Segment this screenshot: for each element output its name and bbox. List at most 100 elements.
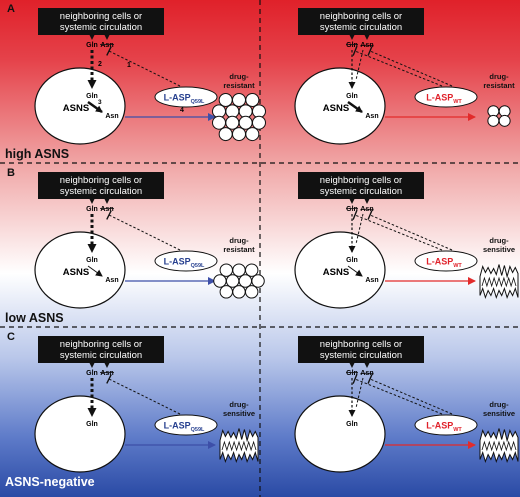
cell-membrane [294, 395, 386, 473]
cell-cluster-icon [213, 263, 265, 299]
source-box [38, 172, 164, 199]
cell-icon [218, 92, 233, 107]
asn-internal-label: Asn [105, 113, 118, 120]
panel-label: high ASNS [5, 147, 69, 161]
asn-label: Asn [360, 42, 373, 49]
lysed-cells-icon [479, 428, 519, 464]
source-box [298, 336, 424, 363]
gln-label: Gln [346, 42, 358, 49]
cell-icon [238, 274, 253, 288]
outcome-label: drug- [229, 236, 249, 245]
gln-internal-label: Gln [86, 421, 98, 428]
drug-pill-q59l: L-ASPQ59L [154, 414, 218, 436]
cell-membrane [294, 231, 386, 309]
drug-pill-wt: L-ASPWT [414, 414, 478, 436]
source-box-text: neighboring cells or [60, 339, 142, 350]
asn-inhibition-line [369, 378, 453, 415]
asns-label: ASNS [323, 267, 349, 278]
inhibition-t-bar-icon [367, 374, 373, 384]
gln-internal-label: Gln [86, 93, 98, 100]
cell-icon [245, 285, 259, 299]
asn-label: Asn [360, 206, 373, 213]
cell-icon [219, 263, 233, 277]
gln-internal-label: Gln [346, 257, 358, 264]
source-box-text: neighboring cells or [320, 175, 402, 186]
cell-icon [232, 92, 246, 107]
asn-label: Asn [100, 370, 113, 377]
asns-conversion-arrow [347, 100, 363, 114]
inhibition-t-bar-icon [106, 374, 112, 384]
asns-conversion-arrow [87, 265, 103, 277]
asn-label: Asn [360, 370, 373, 377]
outcome-label: drug- [229, 72, 249, 81]
outcome-label: resistant [223, 81, 255, 90]
inhibition-t-bar-icon [106, 210, 112, 220]
asn-internal-label: Asn [365, 277, 378, 284]
asn-inhibition-line [369, 50, 453, 87]
panel-label: low ASNS [5, 311, 64, 325]
cell-icon [251, 274, 265, 288]
cell-icon [245, 263, 259, 277]
cell-membrane [34, 395, 126, 473]
cell-icon [218, 127, 233, 142]
gln-label: Gln [346, 370, 358, 377]
cell-icon [219, 285, 233, 299]
inhibition-t-bar-icon [352, 374, 358, 384]
gln-inhibition-line [354, 50, 443, 87]
inhibition-t-bar-icon [352, 210, 358, 220]
step-1-label: 1 [127, 62, 131, 69]
asns-label: ASNS [63, 267, 89, 278]
cell-membrane [34, 67, 126, 145]
asns-conversion-arrow [347, 265, 363, 277]
asn-uptake-line [355, 49, 364, 81]
source-box-text: neighboring cells or [60, 175, 142, 186]
asn-label: Asn [100, 42, 113, 49]
outcome-label: drug- [489, 236, 509, 245]
source-box [298, 8, 424, 35]
drug-pill-q59l: L-ASPQ59L [154, 86, 218, 108]
source-box-text: systemic circulation [320, 186, 402, 197]
cell-membrane [294, 67, 386, 145]
asn-internal-label: Asn [105, 277, 118, 284]
source-box [38, 8, 164, 35]
source-box-text: systemic circulation [60, 22, 142, 33]
cell-icon [232, 127, 246, 142]
asn-uptake-line [355, 213, 364, 245]
outcome-label: drug- [489, 72, 509, 81]
panel-letter: B [7, 167, 15, 179]
source-box-text: systemic circulation [60, 350, 142, 361]
step-3-label: 3 [98, 99, 102, 106]
lysed-cells-icon [479, 264, 519, 300]
source-box-text: neighboring cells or [320, 339, 402, 350]
gln-label: Gln [86, 206, 98, 213]
drug-pill-q59l: L-ASPQ59L [154, 250, 218, 272]
gln-label: Gln [86, 42, 98, 49]
outcome-label: drug- [489, 400, 509, 409]
outcome-label: drug- [229, 400, 249, 409]
gln-label: Gln [86, 370, 98, 377]
inhibition-t-bar-icon [367, 46, 373, 56]
source-box-text: systemic circulation [320, 22, 402, 33]
gln-inhibition-line [354, 214, 443, 251]
inhibition-t-bar-icon [367, 210, 373, 220]
asn-inhibition-line [369, 214, 453, 251]
drug-pill-wt: L-ASPWT [414, 250, 478, 272]
cell-icon [487, 114, 500, 127]
outcome-label: sensitive [483, 245, 515, 254]
panel-letter: A [7, 3, 15, 15]
panel-label: ASNS-negative [5, 475, 95, 489]
gln-internal-label: Gln [346, 421, 358, 428]
step-2-label: 2 [98, 61, 102, 68]
source-box-text: systemic circulation [320, 350, 402, 361]
outcome-label: sensitive [483, 409, 515, 418]
drug-pill-wt: L-ASPWT [414, 86, 478, 108]
step-4-label: 4 [180, 107, 184, 114]
